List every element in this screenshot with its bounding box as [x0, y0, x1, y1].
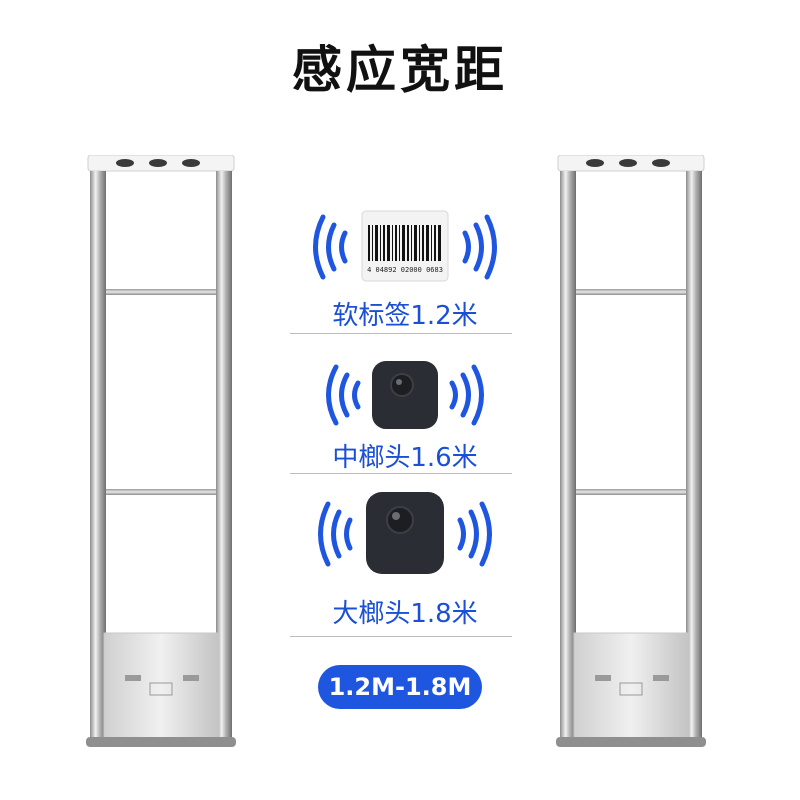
hard-tag-icon — [326, 361, 484, 429]
tag-label-medium: 中榔头1.6米 — [332, 443, 478, 473]
tag-label-large: 大榔头1.8米 — [332, 599, 478, 629]
range-badge: 1.2M-1.8M — [318, 665, 482, 709]
divider — [290, 333, 512, 334]
svg-text:4 04892 02000 0683: 4 04892 02000 0683 — [367, 266, 443, 274]
security-gate-left — [80, 155, 240, 750]
security-gate-right — [550, 155, 710, 750]
signal-waves-icon — [326, 364, 484, 426]
signal-waves-icon — [313, 214, 497, 280]
barcode-label-icon: 4 04892 02000 0683 — [313, 210, 497, 282]
divider — [290, 473, 512, 474]
signal-waves-icon — [318, 501, 492, 567]
page-title: 感应宽距 — [292, 41, 508, 99]
divider — [290, 636, 512, 637]
tag-label-soft: 软标签1.2米 — [332, 301, 478, 331]
hard-tag-icon — [318, 492, 492, 574]
